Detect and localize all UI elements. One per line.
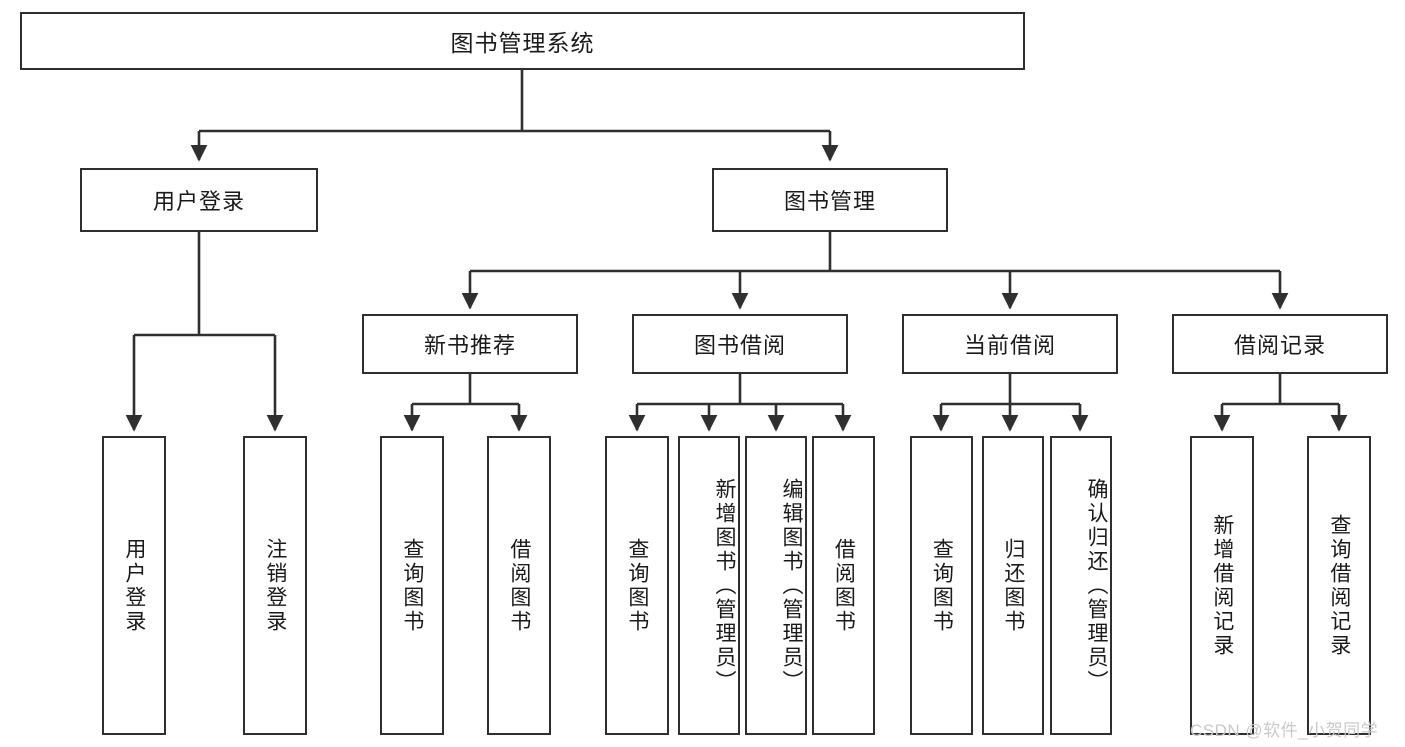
leaf-record-add-record[interactable]: 新增借阅记录 [1190, 436, 1254, 735]
node-root[interactable]: 图书管理系统 [20, 12, 1025, 70]
leaf-current-query-book[interactable]: 查询图书 [910, 436, 973, 735]
watermark-text: CSDN @软件_小贺同学 [1190, 721, 1379, 740]
leaf-user-login[interactable]: 用户登录 [102, 436, 166, 735]
node-current-borrow[interactable]: 当前借阅 [902, 314, 1118, 374]
node-book-management[interactable]: 图书管理 [712, 168, 948, 232]
leaf-borrow-add-book-admin[interactable]: 新增图书（管理员） [678, 436, 740, 735]
leaf-borrow-edit-book-admin[interactable]: 编辑图书（管理员） [745, 436, 807, 735]
leaf-user-logout[interactable]: 注销登录 [243, 436, 307, 735]
leaf-current-return-book[interactable]: 归还图书 [982, 436, 1044, 735]
leaf-recommend-borrow-book[interactable]: 借阅图书 [487, 436, 551, 735]
leaf-current-confirm-return-admin[interactable]: 确认归还（管理员） [1050, 436, 1112, 735]
node-new-book-recommend[interactable]: 新书推荐 [362, 314, 578, 374]
leaf-recommend-query-book[interactable]: 查询图书 [380, 436, 444, 735]
leaf-borrow-query-book[interactable]: 查询图书 [605, 436, 669, 735]
node-user-login[interactable]: 用户登录 [80, 168, 318, 232]
leaf-record-query-record[interactable]: 查询借阅记录 [1307, 436, 1371, 735]
node-book-borrow[interactable]: 图书借阅 [632, 314, 848, 374]
node-borrow-record[interactable]: 借阅记录 [1172, 314, 1388, 374]
leaf-borrow-borrow-book[interactable]: 借阅图书 [812, 436, 875, 735]
